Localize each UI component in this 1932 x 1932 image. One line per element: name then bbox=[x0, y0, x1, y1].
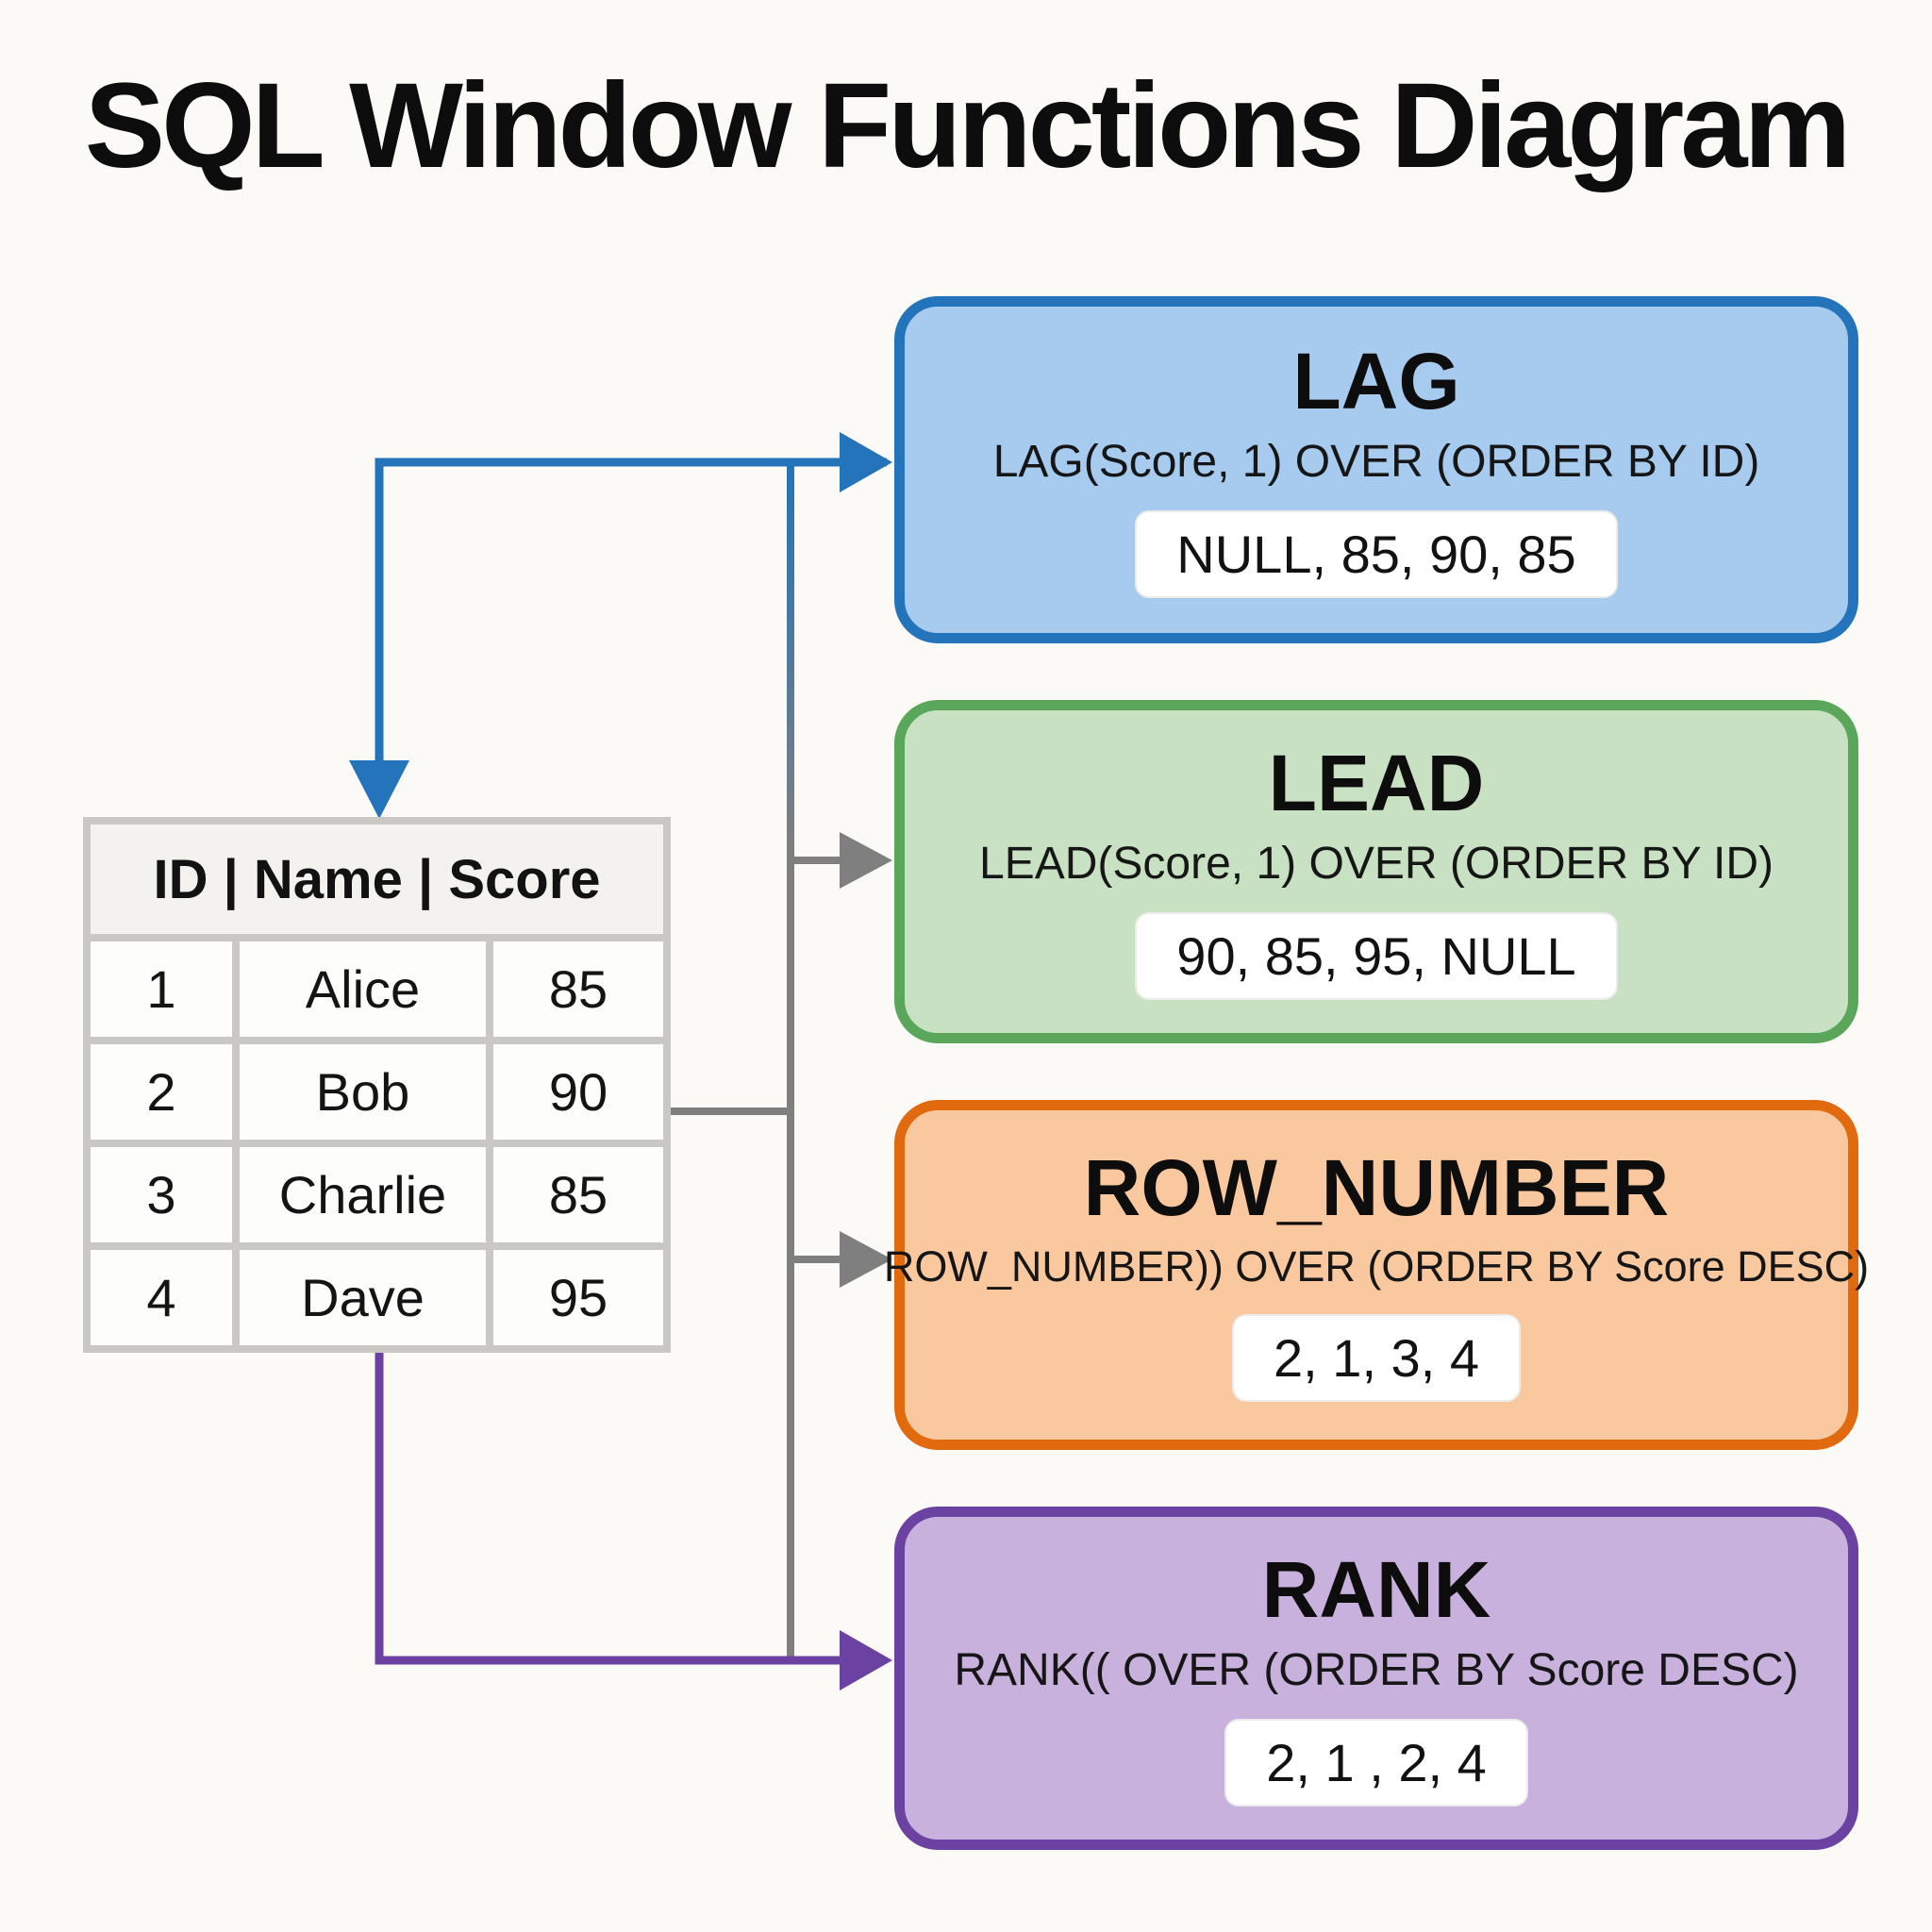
lag-result: NULL, 85, 90, 85 bbox=[1135, 509, 1618, 598]
table-cell: Alice bbox=[240, 941, 486, 1037]
lead-result: 90, 85, 95, NULL bbox=[1135, 911, 1618, 1000]
rank-expression: RANK(( OVER (ORDER BY Score DESC) bbox=[954, 1644, 1799, 1695]
connector-table-rank bbox=[375, 1353, 845, 1665]
table-cell: Charlie bbox=[240, 1147, 486, 1242]
table-header: ID | Name | Score bbox=[91, 824, 663, 934]
table-cell: 1 bbox=[91, 941, 232, 1037]
lag-box: LAG LAG(Score, 1) OVER (ORDER BY ID) NUL… bbox=[894, 296, 1858, 643]
row-number-box: ROW_NUMBER ROW_NUMBER)) OVER (ORDER BY S… bbox=[884, 1100, 1869, 1450]
table-cell: 4 bbox=[91, 1250, 232, 1345]
table-cell: 2 bbox=[91, 1044, 232, 1140]
rank-result: 2, 1 , 2, 4 bbox=[1224, 1718, 1528, 1807]
table-cell: Bob bbox=[240, 1044, 486, 1140]
source-table: ID | Name | Score 1 Alice 85 2 Bob 90 3 … bbox=[83, 817, 671, 1353]
lag-expression: LAG(Score, 1) OVER (ORDER BY ID) bbox=[992, 436, 1760, 487]
table-cell: 85 bbox=[493, 1147, 663, 1242]
arrowhead-into-lag bbox=[840, 432, 892, 492]
row-number-result: 2, 1, 3, 4 bbox=[1232, 1313, 1521, 1402]
lead-box: LEAD LEAD(Score, 1) OVER (ORDER BY ID) 9… bbox=[894, 700, 1858, 1043]
table-cell: 90 bbox=[493, 1044, 663, 1140]
lag-title: LAG bbox=[1292, 337, 1460, 426]
table-cell: Dave bbox=[240, 1250, 486, 1345]
page-title: SQL Window Functions Diagram bbox=[84, 58, 1852, 193]
row-number-expression: ROW_NUMBER)) OVER (ORDER BY Score DESC) bbox=[883, 1241, 1870, 1291]
table-cell: 3 bbox=[91, 1147, 232, 1242]
lead-title: LEAD bbox=[1268, 739, 1485, 828]
row-number-title: ROW_NUMBER bbox=[1083, 1143, 1670, 1233]
rank-title: RANK bbox=[1261, 1545, 1491, 1635]
arrowhead-into-table bbox=[349, 760, 409, 819]
table-cell: 95 bbox=[493, 1250, 663, 1345]
rank-box: RANK RANK(( OVER (ORDER BY Score DESC) 2… bbox=[894, 1507, 1858, 1850]
table-cell: 85 bbox=[493, 941, 663, 1037]
lead-expression: LEAD(Score, 1) OVER (ORDER BY ID) bbox=[979, 838, 1774, 889]
arrowhead-into-rownumber bbox=[840, 1231, 892, 1288]
connector-table-lag bbox=[375, 458, 887, 809]
arrowhead-into-lead bbox=[840, 832, 892, 889]
arrowhead-into-rank bbox=[840, 1630, 892, 1690]
